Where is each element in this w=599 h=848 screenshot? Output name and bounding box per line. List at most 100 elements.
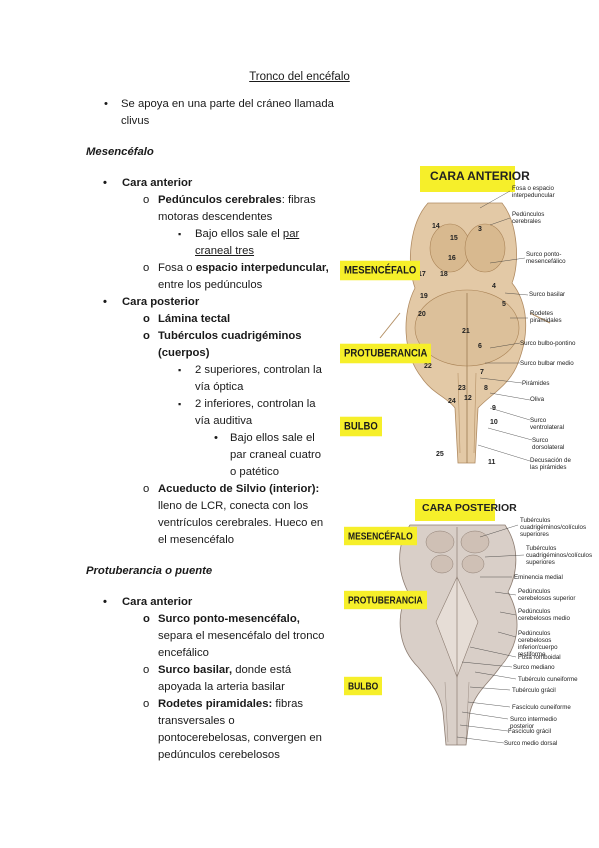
label-surco-bulbo: Surco bulbo-pontino: [520, 340, 576, 347]
pedunculos-term: Pedúnculos cerebrales: [158, 194, 282, 206]
header-highlight: [420, 166, 515, 192]
label-fosa: Fosa o espacio interpeduncular: [512, 185, 555, 199]
label-ped-superior: Pedúnculos cerebelosos superior: [518, 588, 576, 602]
num-17: 17: [418, 271, 426, 278]
pedunculos-desc: : fibras: [281, 194, 316, 206]
item-rodetes: Rodetes piramidales: fibras: [86, 696, 348, 713]
item-superiores: 2 superiores, controlan la: [86, 362, 348, 379]
label-surco-basilar: Surco basilar: [529, 291, 566, 298]
label-ped-medio: Pedúnculos cerebelosos medio: [518, 608, 570, 622]
label-dorsolateral: Surco dorsolateral: [532, 437, 565, 451]
item-acueducto: Acueducto de Silvio (interior):: [86, 481, 348, 498]
label-surco-bulbar: Surco bulbar medio: [520, 360, 574, 367]
label-piramides: Pirámides: [522, 380, 550, 387]
fosa-pre: Fosa o: [158, 262, 196, 274]
rodetes-line-2: transversales o: [158, 715, 235, 727]
num-6: 6: [478, 343, 482, 350]
label-pedunculos: Pedúnculos cerebrales: [512, 211, 545, 225]
surco-basilar-line-2: apoyada la arteria basilar: [158, 681, 285, 693]
item-lamina: Lámina tectal: [86, 311, 348, 328]
num-19: 19: [420, 293, 428, 300]
label-eminencia: Eminencia medial: [514, 574, 563, 581]
num-11: 11: [488, 459, 496, 466]
acueducto-line-4: el mesencéfalo: [158, 534, 234, 546]
label-surco-intermedio: Surco intermedio posterior: [510, 716, 557, 730]
label-oliva: Oliva: [530, 396, 545, 403]
num-25: 25: [436, 451, 444, 458]
num-18: 18: [440, 271, 448, 278]
tag-mesencefalo-anterior: MESENCÉFALO: [340, 260, 421, 281]
tag-bulbo-posterior: BULBO: [344, 676, 383, 696]
num-8: 8: [484, 385, 488, 392]
rodetes-line-4: pedúnculos cerebelosos: [158, 749, 280, 761]
label-fasc-gracil: Fascículo grácil: [508, 728, 551, 735]
bajo-text: Bajo ellos sale el: [195, 228, 283, 240]
anterior-header: CARA ANTERIOR: [430, 169, 530, 183]
tag-protuberancia-posterior: PROTUBERANCIA: [344, 590, 427, 610]
item-bajo-ellos: Bajo ellos sale el par: [86, 226, 348, 243]
surco-pm-line-2: separa el mesencéfalo del tronco: [158, 630, 325, 642]
item-inferiores: 2 inferiores, controlan la: [86, 396, 348, 413]
intro-bullet: Se apoya en una parte del cráneo llamada…: [86, 96, 348, 130]
tuberculos-line-2: (cuerpos): [158, 347, 210, 359]
bullet-cara-anterior: Cara anterior: [86, 175, 348, 192]
tag-mesencefalo-posterior: MESENCÉFALO: [344, 526, 417, 546]
surco-pm-line-3: encefálico: [158, 647, 209, 659]
page-title: Tronco del encéfalo: [249, 71, 350, 83]
rodetes-desc: fibras: [272, 698, 304, 710]
bajo-link-1: par: [282, 228, 300, 240]
label-fasc-cuneiforme: Fascículo cuneiforme: [512, 704, 571, 711]
bajo-link-2: craneal tres: [195, 245, 255, 257]
label-rodetes: Rodetes piramidales: [530, 310, 562, 324]
num-3: 3: [478, 226, 482, 233]
label-surco-ponto: Surco ponto-mesencefálico: [526, 251, 566, 265]
posterior-header: CARA POSTERIOR: [422, 502, 517, 514]
fosa-term: espacio interpeduncular,: [195, 262, 329, 274]
par-cuatro-line-2: par craneal cuatro: [230, 449, 322, 461]
num-24: 24: [448, 398, 456, 405]
item-tuberculos: Tubérculos cuadrigéminos: [86, 328, 348, 345]
inferiores-line-2: vía auditiva: [195, 415, 253, 427]
label-tub-gracil: Tubérculo grácil: [512, 687, 556, 694]
label-decusacion: Decusación de las pirámides: [530, 457, 571, 471]
num-10: 10: [490, 419, 498, 426]
section-heading-protuberancia: Protuberancia o puente: [86, 565, 213, 577]
label-tuberculos-inf: Tubérculos cuadrigéminos/colículos super…: [526, 545, 593, 566]
num-12: 12: [464, 395, 472, 402]
label-fosa-romboidal: Fosa romboidal: [518, 654, 561, 661]
item-surco-pm: Surco ponto-mesencéfalo,: [86, 611, 348, 628]
num-20: 20: [418, 311, 426, 318]
posterior-header-highlight: [415, 499, 495, 521]
acueducto-line-3: ventrículos cerebrales. Hueco en: [158, 517, 324, 529]
label-ventrolateral: Surco ventrolateral: [530, 417, 565, 431]
num-22: 22: [424, 363, 432, 370]
label-tub-cuneiforme: Tubérculo cuneiforme: [518, 676, 578, 683]
num-7: 7: [480, 369, 484, 376]
item-surco-basilar: Surco basilar, donde está: [86, 662, 348, 679]
superiores-line-2: vía óptica: [195, 381, 244, 393]
rodetes-line-3: pontocerebelosas, convergen en: [158, 732, 322, 744]
tag-protuberancia-anterior: PROTUBERANCIA: [340, 343, 432, 364]
label-surco-dorsal: Surco medio dorsal: [504, 740, 558, 747]
bullet-cara-posterior: Cara posterior: [86, 294, 348, 311]
num-4: 4: [492, 283, 496, 290]
label-ped-inferior: Pedúnculos cerebelosos inferior/cuerpo r…: [518, 630, 558, 658]
figure-cara-anterior: CARA ANTERIOR Fosa o espacio interpedunc…: [340, 163, 580, 483]
fosa-line-2: entre los pedúnculos: [158, 279, 263, 291]
notes-column: Se apoya en una parte del cráneo llamada…: [86, 96, 348, 764]
bajo-line-2: craneal tres: [86, 243, 348, 260]
num-9: 9: [492, 405, 496, 412]
item-pedunculos: Pedúnculos cerebrales: fibras: [86, 192, 348, 209]
rodetes-term: Rodetes piramidales:: [158, 698, 273, 710]
tag-bulbo-anterior: BULBO: [340, 416, 382, 437]
num-16: 16: [448, 255, 456, 262]
num-15: 15: [450, 235, 458, 242]
label-tuberculos-sup: Tubérculos cuadrigéminos/colículos super…: [520, 517, 587, 538]
num-21: 21: [462, 328, 470, 335]
section-heading-mesencefalo: Mesencéfalo: [86, 146, 154, 158]
surco-basilar-desc: donde está: [232, 664, 292, 676]
item-par-cuatro: Bajo ellos sale el: [86, 430, 348, 447]
acueducto-line-2: lleno de LCR, conecta con los: [158, 500, 309, 512]
label-surco-mediano: Surco mediano: [513, 664, 555, 671]
